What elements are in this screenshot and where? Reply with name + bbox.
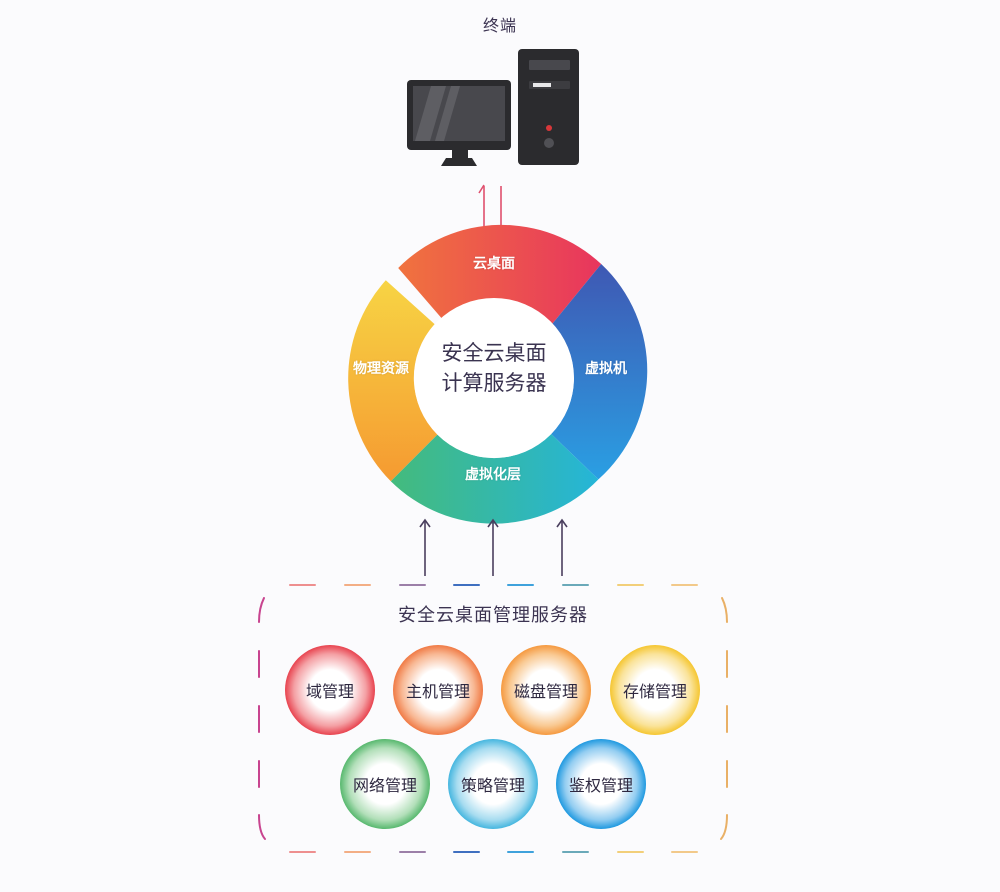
module-label: 域管理 xyxy=(305,682,354,701)
compute-server-title-line2: 计算服务器 xyxy=(441,371,547,395)
desktop-tower-icon xyxy=(518,49,579,165)
compute-ring xyxy=(348,224,648,524)
monitor-icon xyxy=(407,80,511,166)
module-label: 磁盘管理 xyxy=(513,682,578,701)
ring-segment-virtualization-layer xyxy=(390,434,599,524)
module-label: 网络管理 xyxy=(352,776,417,795)
ring-label-virtual-machine: 虚拟机 xyxy=(585,361,627,377)
module-policy-management: 策略管理 xyxy=(449,740,537,828)
ring-label-cloud-desktop: 云桌面 xyxy=(473,256,515,272)
module-label: 鉴权管理 xyxy=(568,776,633,795)
module-label: 策略管理 xyxy=(460,776,525,795)
module-host-management: 主机管理 xyxy=(394,646,482,734)
ring-label-virtualization-layer: 虚拟化层 xyxy=(465,467,521,483)
module-domain-management: 域管理 xyxy=(286,646,374,734)
module-bubbles xyxy=(285,645,700,829)
compute-server-title-line1: 安全云桌面 xyxy=(441,341,547,365)
module-authentication-management: 鉴权管理 xyxy=(557,740,645,828)
module-network-management: 网络管理 xyxy=(341,740,429,828)
compute-server-title: 安全云桌面 计算服务器 xyxy=(442,338,547,398)
management-box-left-border xyxy=(258,597,266,840)
terminal-label: 终端 xyxy=(482,16,517,35)
module-storage-management: 存储管理 xyxy=(611,646,699,734)
ring-label-physical-resources: 物理资源 xyxy=(353,361,409,377)
ring-segment-virtual-machine xyxy=(551,264,648,480)
module-disk-management: 磁盘管理 xyxy=(502,646,590,734)
management-box-right-border xyxy=(720,597,728,840)
ring-segment-cloud-desktop xyxy=(398,224,602,324)
upward-arrows xyxy=(419,518,568,576)
module-label: 主机管理 xyxy=(405,682,470,701)
module-label: 存储管理 xyxy=(622,682,687,701)
management-server-title: 安全云桌面管理服务器 xyxy=(398,605,588,626)
ring-segment-physical-resources xyxy=(348,280,438,482)
